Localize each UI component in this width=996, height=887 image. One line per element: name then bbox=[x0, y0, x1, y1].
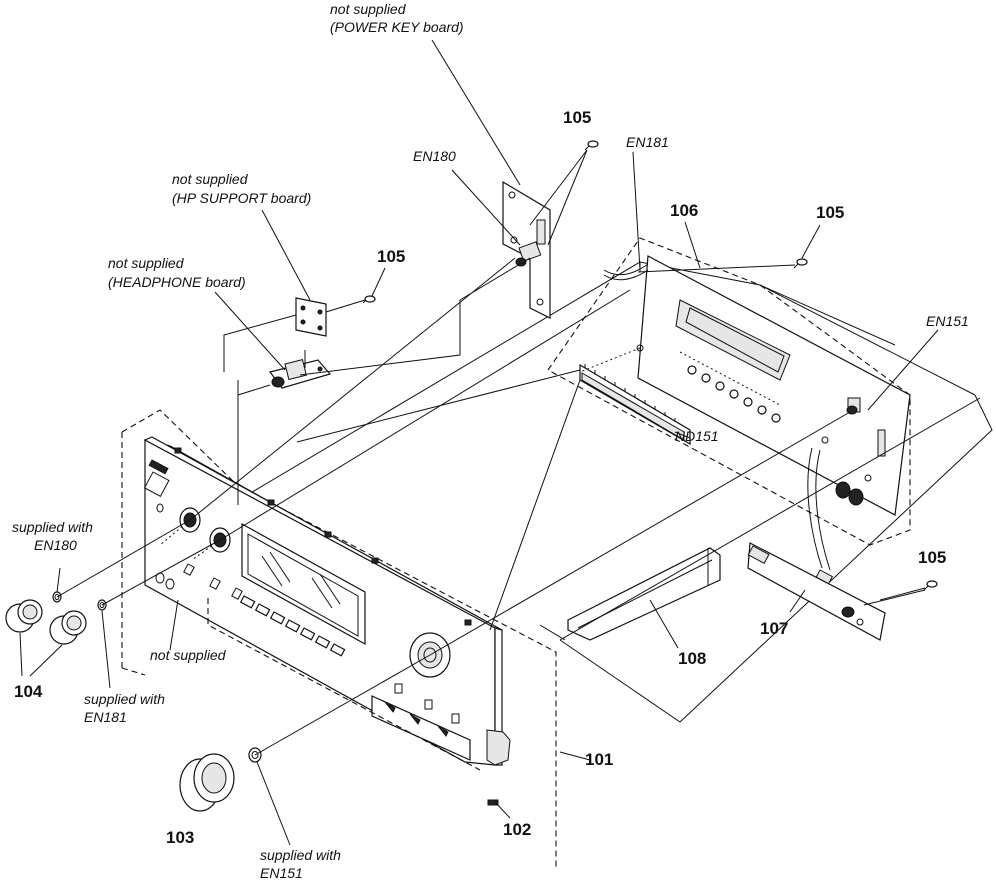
function-buttons bbox=[239, 595, 346, 657]
note-supplied-en151-line1: supplied with bbox=[260, 847, 341, 863]
part-105-power: 105 bbox=[563, 108, 591, 127]
brand-logo bbox=[148, 459, 169, 475]
chassis-outline bbox=[204, 261, 993, 723]
note-headphone-line1: not supplied bbox=[108, 255, 185, 271]
note-supplied-en180-line2: EN180 bbox=[34, 537, 77, 553]
note-power-key-line1: not supplied bbox=[330, 1, 407, 17]
hp-support-board bbox=[295, 297, 327, 337]
part-105-rear: 105 bbox=[816, 203, 844, 222]
screw-105-hp bbox=[362, 295, 376, 304]
callout-leaders bbox=[19, 39, 939, 846]
part-102: 102 bbox=[503, 820, 531, 839]
part-101: 101 bbox=[585, 750, 613, 769]
knob-104-left bbox=[5, 599, 43, 633]
part-104: 104 bbox=[14, 682, 43, 701]
label-nd151: ND151 bbox=[675, 428, 719, 444]
note-front-panel-not-supplied: not supplied bbox=[150, 647, 227, 663]
note-hp-support-line2: (HP SUPPORT board) bbox=[172, 190, 311, 206]
part-102-shape bbox=[487, 799, 499, 806]
nd151-display-tube bbox=[579, 363, 691, 446]
note-supplied-en180-line1: supplied with bbox=[12, 519, 93, 535]
part-105-107: 105 bbox=[918, 548, 946, 567]
assembly-lines bbox=[56, 149, 981, 756]
power-key-board bbox=[502, 180, 551, 319]
part-103: 103 bbox=[166, 828, 194, 847]
label-en180: EN180 bbox=[413, 148, 456, 164]
knob-104-right bbox=[49, 610, 87, 645]
note-power-key-line2: (POWER KEY board) bbox=[330, 19, 464, 35]
label-en181: EN181 bbox=[626, 134, 669, 150]
label-en151: EN151 bbox=[926, 313, 969, 329]
note-supplied-en181-line2: EN181 bbox=[84, 709, 127, 725]
screw-105-107 bbox=[923, 580, 938, 591]
part-108: 108 bbox=[678, 649, 706, 668]
front-panel bbox=[143, 436, 511, 806]
board-107 bbox=[747, 542, 886, 641]
part-107: 107 bbox=[760, 619, 788, 638]
note-supplied-en151-line2: EN151 bbox=[260, 865, 303, 881]
note-supplied-en181-line1: supplied with bbox=[84, 691, 165, 707]
part-105-hp: 105 bbox=[377, 247, 405, 266]
part-106: 106 bbox=[670, 201, 698, 220]
note-hp-support-line1: not supplied bbox=[172, 171, 249, 187]
screw-105-power bbox=[584, 140, 599, 151]
screw-105-rear bbox=[793, 258, 808, 269]
note-headphone-line2: (HEADPHONE board) bbox=[108, 274, 246, 290]
main-rear-board bbox=[603, 255, 911, 516]
knob-103 bbox=[179, 753, 235, 812]
